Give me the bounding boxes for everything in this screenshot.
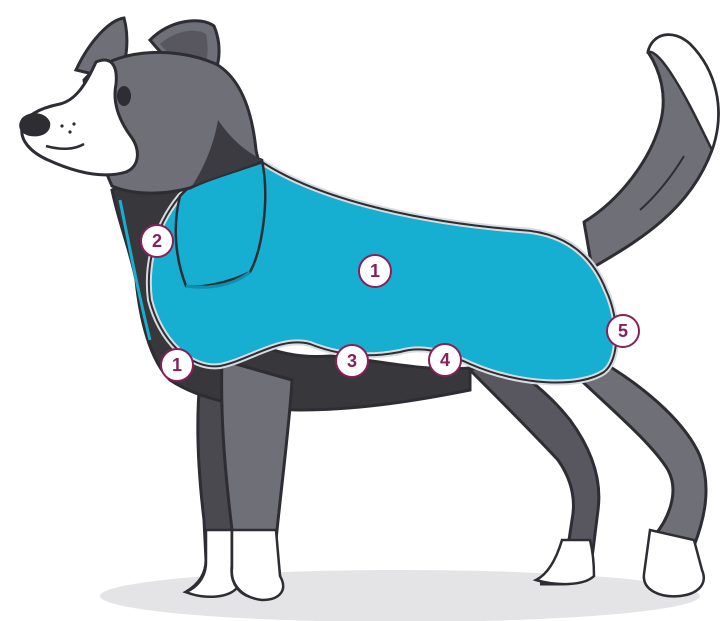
callout-badge-4-belly: 4 [428, 343, 462, 377]
ground-shadow [100, 570, 700, 621]
callout-badge-5-rear: 5 [606, 314, 640, 348]
hind-leg-far [470, 360, 599, 584]
front-leg-near [222, 360, 292, 600]
callout-badge-2-neck: 2 [140, 224, 174, 258]
callout-badge-1-body: 1 [358, 254, 392, 288]
callout-badge-3-belly: 3 [335, 344, 369, 378]
dog-head [19, 18, 262, 193]
dog-tail [584, 35, 718, 268]
callout-badge-1-chest: 1 [160, 348, 194, 382]
